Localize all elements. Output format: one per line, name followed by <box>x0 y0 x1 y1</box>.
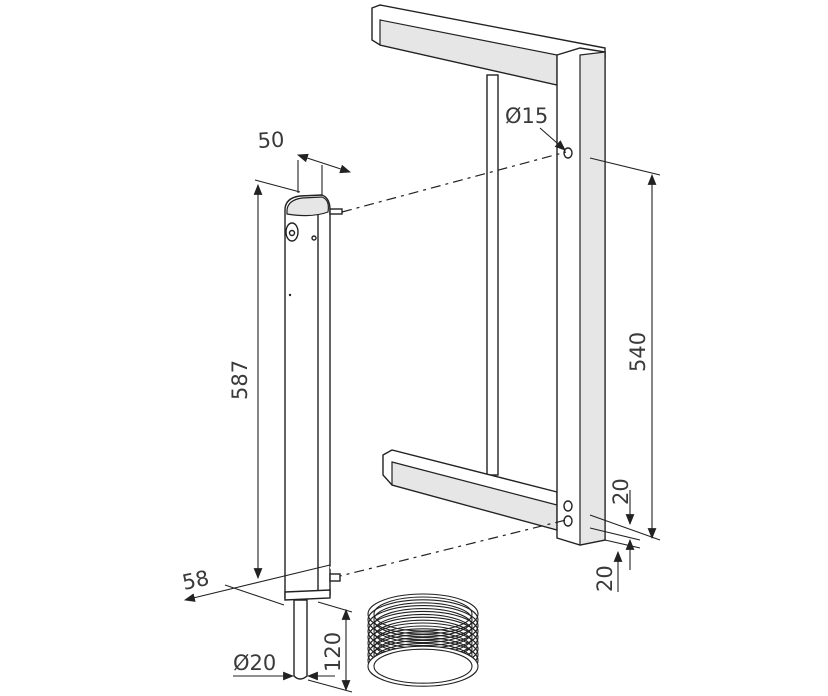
alignment-line-upper <box>341 151 567 213</box>
dim-pin-length: 120 <box>321 632 345 672</box>
dimensions: 50 Ø15 587 540 20 20 58 Ø20 120 <box>180 104 661 693</box>
frame-upright-side <box>579 51 606 546</box>
post-foot-ring <box>284 589 331 601</box>
coil-ring <box>373 596 473 632</box>
dim-pin-diameter: Ø20 <box>233 651 276 675</box>
post-top-cap <box>286 196 329 217</box>
hole-lower-1 <box>563 500 573 512</box>
cable-coil <box>329 554 479 687</box>
coil-ring <box>367 599 479 641</box>
cable <box>329 554 446 623</box>
dim-post-depth: 50 <box>257 128 285 153</box>
dim-lower-offset: 20 <box>593 565 617 592</box>
screw <box>311 235 317 241</box>
coil-ring <box>373 602 473 638</box>
post-body <box>284 194 331 599</box>
coil-ring <box>373 648 473 684</box>
post-pin-top <box>329 208 343 215</box>
hole-lower-2 <box>563 515 573 527</box>
post <box>284 194 343 680</box>
coil-ring <box>367 605 479 647</box>
post-pin-bottom <box>329 573 341 582</box>
dim-frame-height: 540 <box>626 332 650 372</box>
coil-ring <box>367 645 479 687</box>
post-dot <box>288 293 292 297</box>
alignment-line-lower <box>331 519 567 579</box>
lock-icon <box>285 222 299 242</box>
ground-pin <box>293 599 308 680</box>
coil-ring <box>367 593 479 635</box>
dim-hole-diameter: Ø15 <box>505 104 548 128</box>
coil <box>367 593 479 687</box>
dim-post-height: 587 <box>228 360 252 400</box>
dim-upper-offset: 20 <box>609 478 633 505</box>
coil-ring <box>373 608 473 644</box>
hole-upper <box>563 147 573 159</box>
frame-vertical-rod <box>486 74 499 476</box>
dim-post-width: 58 <box>180 566 211 595</box>
frame <box>371 4 606 546</box>
lock-keyhole <box>288 229 296 237</box>
